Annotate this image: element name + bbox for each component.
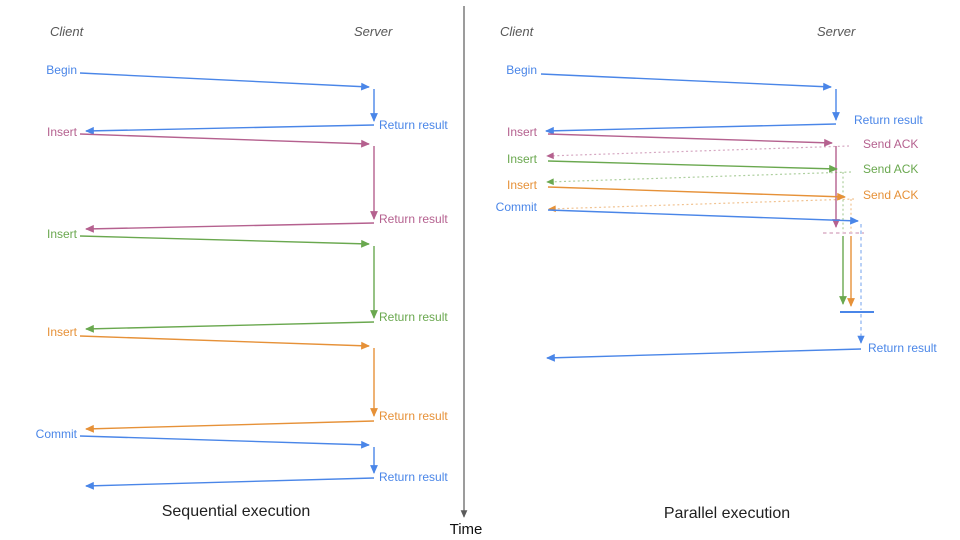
seq-insert1-request-arrow <box>79 133 370 148</box>
par-commit-return-arrow <box>546 348 862 362</box>
parallel-panel-arrows <box>540 73 874 362</box>
par-panel-title: Parallel execution <box>663 505 791 522</box>
par-server-header: Server <box>817 24 856 39</box>
seq-op-label-insert1: Insert <box>46 125 77 139</box>
par-insert1-ack-arrow <box>546 145 850 160</box>
seq-return-result-label-2: Return result <box>379 212 448 226</box>
seq-return-result-label-3: Return result <box>379 310 448 324</box>
sequential-panel-arrows <box>79 72 378 490</box>
seq-insert2-return-arrow <box>85 321 375 333</box>
par-op-label-insert1: Insert <box>506 125 537 139</box>
par-op-label-begin: Begin <box>506 63 537 77</box>
par-commit-request-arrow <box>547 209 859 225</box>
par-insert2-request-arrow <box>547 160 838 173</box>
seq-op-label-begin: Begin <box>46 63 77 77</box>
par-op-label-insert3: Insert <box>506 178 537 192</box>
par-return-result-label-bottom: Return result <box>868 341 937 355</box>
par-client-header: Client <box>500 24 534 39</box>
seq-return-result-label-4: Return result <box>379 409 448 423</box>
par-insert1-request-arrow <box>547 133 833 147</box>
seq-op-label-insert3: Insert <box>46 325 77 339</box>
par-begin-return-arrow <box>545 123 837 135</box>
seq-insert2-request-arrow <box>79 235 370 248</box>
par-insert3-ack-arrow <box>548 198 855 213</box>
seq-insert1-return-arrow <box>85 222 375 233</box>
seq-client-header: Client <box>50 24 84 39</box>
par-insert3-request-arrow <box>547 186 846 201</box>
seq-insert3-return-arrow <box>85 420 375 433</box>
par-op-label-insert2: Insert <box>506 152 537 166</box>
seq-server-header: Server <box>354 24 393 39</box>
seq-op-label-insert2: Insert <box>46 227 77 241</box>
seq-return-result-label-5: Return result <box>379 470 448 484</box>
seq-commit-request-arrow <box>79 435 370 449</box>
time-axis-label: Time <box>449 521 483 538</box>
seq-commit-return-arrow <box>85 477 375 490</box>
par-op-label-commit: Commit <box>495 200 537 214</box>
seq-return-result-label-1: Return result <box>379 118 448 132</box>
seq-op-label-commit: Commit <box>35 427 77 441</box>
seq-begin-return-arrow <box>85 124 375 135</box>
par-return-result-label-top: Return result <box>854 113 923 127</box>
par-insert2-ack-arrow <box>546 171 852 186</box>
seq-insert3-request-arrow <box>79 335 370 350</box>
par-send-ack-label-2: Send ACK <box>863 162 919 176</box>
par-begin-request-arrow <box>540 73 832 91</box>
par-send-ack-label-1: Send ACK <box>863 137 919 151</box>
seq-begin-request-arrow <box>79 72 370 91</box>
par-send-ack-label-3: Send ACK <box>863 188 919 202</box>
seq-panel-title: Sequential execution <box>161 503 311 520</box>
